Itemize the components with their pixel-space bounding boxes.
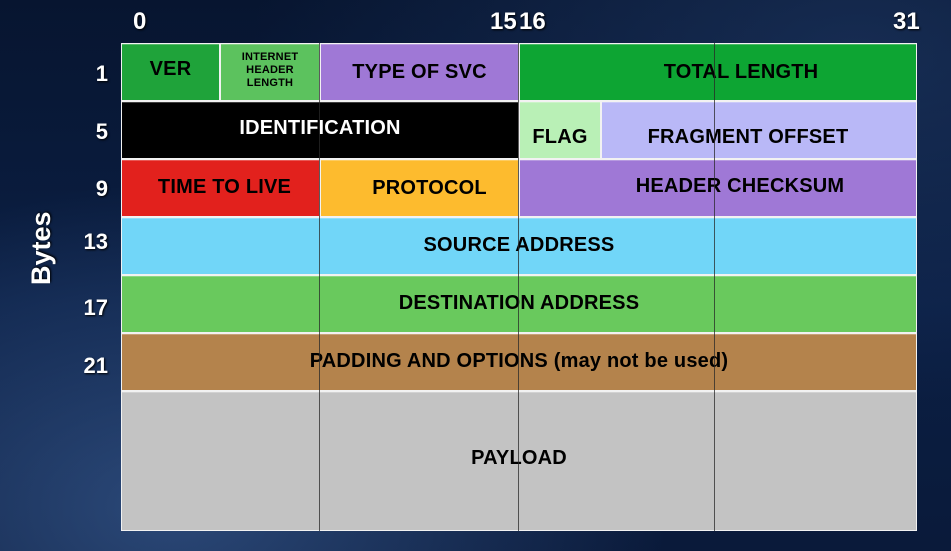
field-identification: IDENTIFICATION bbox=[121, 101, 519, 159]
field-header-checksum-label: HEADER CHECKSUM bbox=[635, 174, 845, 197]
bit-guide-line-24 bbox=[714, 43, 715, 531]
field-flag: FLAG bbox=[519, 101, 601, 159]
field-total-length: TOTAL LENGTH bbox=[519, 43, 917, 101]
field-type-of-service-label: TYPE OF SVC bbox=[352, 60, 487, 83]
field-internet-header-length: INTERNET HEADER LENGTH bbox=[220, 43, 320, 101]
bit-label-16: 16 bbox=[519, 8, 546, 35]
byte-offset-17: 17 bbox=[83, 295, 108, 320]
bytes-axis-title: Bytes bbox=[26, 211, 56, 285]
field-ver-label: VER bbox=[149, 57, 192, 80]
field-protocol-label: PROTOCOL bbox=[372, 176, 487, 199]
bit-label-0: 0 bbox=[133, 8, 147, 35]
byte-offset-13: 13 bbox=[83, 229, 108, 254]
bit-guide-line-16 bbox=[518, 43, 519, 531]
field-payload-label: PAYLOAD bbox=[471, 446, 567, 469]
byte-offset-1: 1 bbox=[95, 61, 108, 86]
field-padding-options: PADDING AND OPTIONS (may not be used) bbox=[121, 333, 917, 391]
field-header-checksum: HEADER CHECKSUM bbox=[519, 159, 917, 217]
field-flag-label: FLAG bbox=[532, 125, 588, 148]
field-internet-header-length-label: INTERNET HEADER LENGTH bbox=[241, 50, 299, 89]
field-payload: PAYLOAD bbox=[121, 391, 917, 531]
field-ver: VER bbox=[121, 43, 220, 101]
bit-guide-line-8 bbox=[319, 43, 320, 531]
byte-offset-9: 9 bbox=[95, 176, 108, 201]
bit-label-15: 15 bbox=[490, 8, 517, 35]
field-total-length-label: TOTAL LENGTH bbox=[663, 60, 819, 83]
field-type-of-service: TYPE OF SVC bbox=[320, 43, 519, 101]
field-time-to-live: TIME TO LIVE bbox=[121, 159, 320, 217]
field-fragment-offset: FRAGMENT OFFSET bbox=[601, 101, 917, 159]
field-protocol: PROTOCOL bbox=[320, 159, 519, 217]
bit-label-31: 31 bbox=[893, 8, 920, 35]
field-fragment-offset-label: FRAGMENT OFFSET bbox=[647, 125, 849, 148]
field-time-to-live-label: TIME TO LIVE bbox=[157, 175, 292, 198]
field-identification-label: IDENTIFICATION bbox=[239, 116, 401, 139]
byte-offset-21: 21 bbox=[83, 353, 108, 378]
field-source-address: SOURCE ADDRESS bbox=[121, 217, 917, 275]
field-destination-address: DESTINATION ADDRESS bbox=[121, 275, 917, 333]
byte-offset-5: 5 bbox=[95, 119, 108, 144]
